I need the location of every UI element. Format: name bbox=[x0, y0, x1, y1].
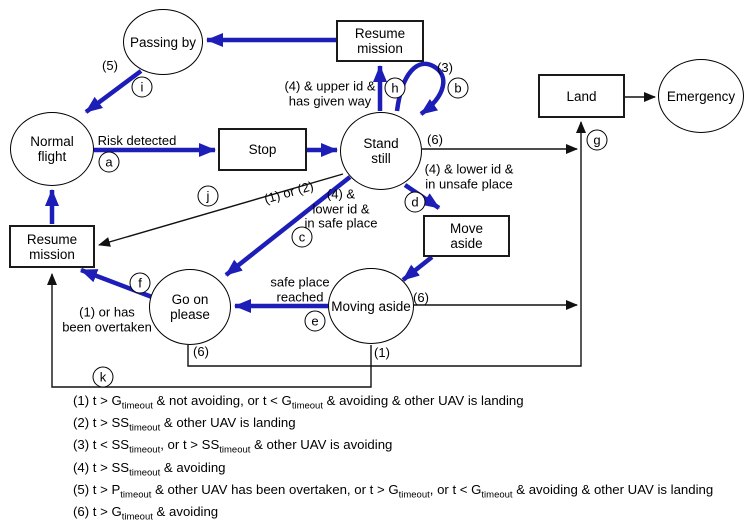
edge-stand-still-to-resume-left bbox=[98, 173, 344, 247]
badge-j: j bbox=[197, 185, 219, 207]
edge-go-on-please-to-land bbox=[187, 121, 586, 367]
edge-label-overtaken: (1) or has been overtaken bbox=[62, 304, 152, 334]
edge-label-lower-id-unsafe: (4) & lower id & in unsafe place bbox=[424, 161, 514, 191]
legend-line-4: (4) t > SStimeout & avoiding bbox=[73, 459, 226, 479]
legend-line-2: (2) t > SStimeout & other UAV is landing bbox=[73, 415, 296, 434]
legend-line-1: (1) t > Gtimeout & not avoiding, or t < … bbox=[73, 393, 524, 412]
badge-c: c bbox=[291, 226, 313, 248]
badge-f: f bbox=[129, 272, 151, 294]
edge-label-cond-5: (5) bbox=[102, 57, 118, 73]
edge-moving-aside-to-resume-left bbox=[47, 273, 372, 388]
legend-line-5: (5) t > Ptimeout & other UAV has been ov… bbox=[73, 481, 714, 501]
edge-label-cond-6-go-on: (6) bbox=[193, 343, 209, 359]
box-resume-mission-left: Resume mission bbox=[9, 225, 95, 268]
state-emergency: Emergency bbox=[658, 59, 744, 133]
state-go-on-please: Go on please bbox=[149, 269, 231, 345]
badge-b: b bbox=[447, 77, 469, 99]
badge-d: d bbox=[404, 191, 426, 213]
box-stop: Stop bbox=[218, 128, 307, 171]
edge-passing-by-to-normal-flight bbox=[84, 69, 143, 114]
badge-k: k bbox=[92, 366, 114, 388]
legend-line-6: (6) t > Gtimeout & avoiding bbox=[73, 503, 219, 523]
badge-g: g bbox=[586, 129, 608, 151]
edge-label-upper-id-given-way: (4) & upper id & has given way bbox=[284, 78, 376, 108]
badge-h: h bbox=[384, 77, 406, 99]
state-stand-still: Stand still bbox=[340, 112, 422, 190]
edge-label-cond-6-stand-still: (6) bbox=[427, 131, 443, 147]
state-moving-aside: Moving aside bbox=[328, 268, 414, 344]
edge-label-cond-3: (3) bbox=[437, 59, 453, 75]
box-move-aside: Move aside bbox=[423, 215, 510, 257]
box-resume-mission-top: Resume mission bbox=[336, 20, 424, 62]
badge-e: e bbox=[304, 310, 326, 332]
badge-a: a bbox=[98, 151, 120, 173]
edge-label-cond-6-moving: (6) bbox=[413, 289, 429, 305]
edge-label-lower-id-safe: (4) & lower id & in safe place bbox=[304, 186, 378, 231]
edge-stand-still-to-go-on-please bbox=[224, 175, 352, 277]
edge-label-cond-1-moving: (1) bbox=[374, 344, 390, 360]
edge-label-safe-place-reached: safe place reached bbox=[270, 274, 330, 304]
state-passing-by: Passing by bbox=[123, 9, 203, 75]
box-land: Land bbox=[538, 74, 625, 118]
legend-conditions: (1) t > Gtimeout & not avoiding, or t < … bbox=[73, 390, 713, 523]
badge-i: i bbox=[131, 76, 153, 98]
edge-move-aside-to-moving-aside bbox=[401, 255, 434, 282]
edge-label-risk-detected: Risk detected bbox=[97, 132, 177, 148]
legend-line-3: (3) t < SStimeout, or t > SStimeout & ot… bbox=[73, 437, 393, 457]
state-normal-flight: Normal flight bbox=[10, 112, 94, 186]
